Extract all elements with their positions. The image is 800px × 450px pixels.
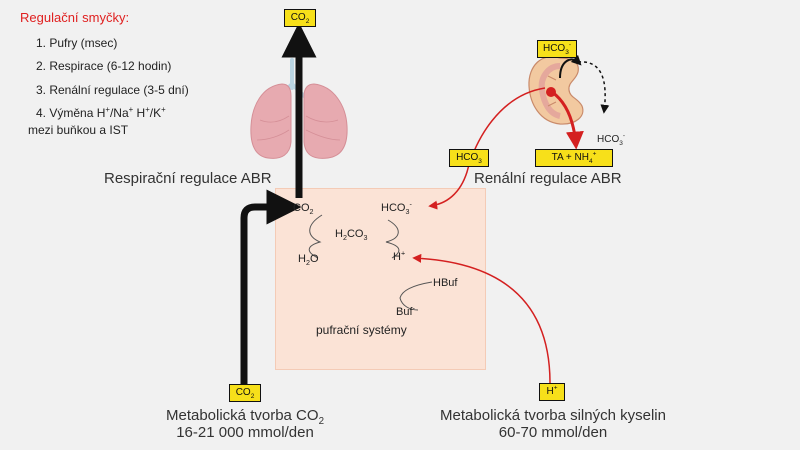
zone-h-plus: H+	[393, 249, 406, 263]
buffer-zone	[275, 188, 486, 370]
metabolic-acids-caption: Metabolická tvorba silných kyselin 60-70…	[440, 407, 666, 441]
metabolic-co2-caption: Metabolická tvorba CO2 16-21 000 mmol/de…	[165, 407, 324, 441]
legend-item-exchange: 4. Výměna H+/Na+ H+/K+ mezi buňkou a IST	[28, 105, 166, 137]
zone-h2co3: H2CO3	[335, 228, 368, 243]
secreted-hco3-label: HCO3-	[597, 132, 626, 147]
renal-caption: Renální regulace ABR	[474, 170, 622, 187]
co2-exhaled-box: CO2	[284, 9, 316, 27]
metabolic-co2-box: CO2	[229, 384, 261, 402]
excreted-acid-box: TA + NH4+	[535, 149, 613, 167]
h-buf-curve	[399, 281, 433, 311]
co2-h2o-curve	[308, 214, 323, 259]
acid-excretion-arrow	[551, 90, 584, 150]
legend-list: 1. Pufry (msec) 2. Respirace (6-12 hodin…	[28, 36, 189, 146]
legend-item-renal: 3. Renální regulace (3-5 dní)	[36, 82, 189, 97]
hco3-reabsorption-arrow	[428, 87, 546, 210]
zone-hbuf: HBuf	[433, 277, 458, 289]
metabolic-h-box: H+	[539, 383, 565, 401]
zone-hco3: HCO3-	[381, 200, 412, 217]
legend-item-respiration: 2. Respirace (6-12 hodin)	[36, 59, 172, 74]
lungs-icon	[250, 58, 348, 159]
zone-co2: CO2	[293, 202, 314, 217]
hco3-secretion-arrow	[577, 61, 610, 114]
zone-buf: Buf-	[396, 304, 415, 318]
respiratory-caption: Respirační regulace ABR	[104, 170, 272, 187]
legend-item-buffers: 1. Pufry (msec)	[36, 36, 118, 50]
kidney-icon	[528, 56, 584, 125]
kidney-loop-arrow	[559, 54, 582, 79]
hco3-h-curve	[385, 219, 400, 259]
kidney-hco3-box: HCO3-	[537, 40, 577, 58]
acid-h-arrow	[412, 253, 551, 384]
legend-title: Regulační smyčky:	[20, 10, 130, 25]
zone-h2o: H2O	[298, 253, 319, 268]
co2-production-arrow	[240, 189, 302, 384]
reabsorbed-hco3-box: HCO3	[449, 149, 489, 167]
buffer-systems-label: pufrační systémy	[316, 323, 407, 337]
